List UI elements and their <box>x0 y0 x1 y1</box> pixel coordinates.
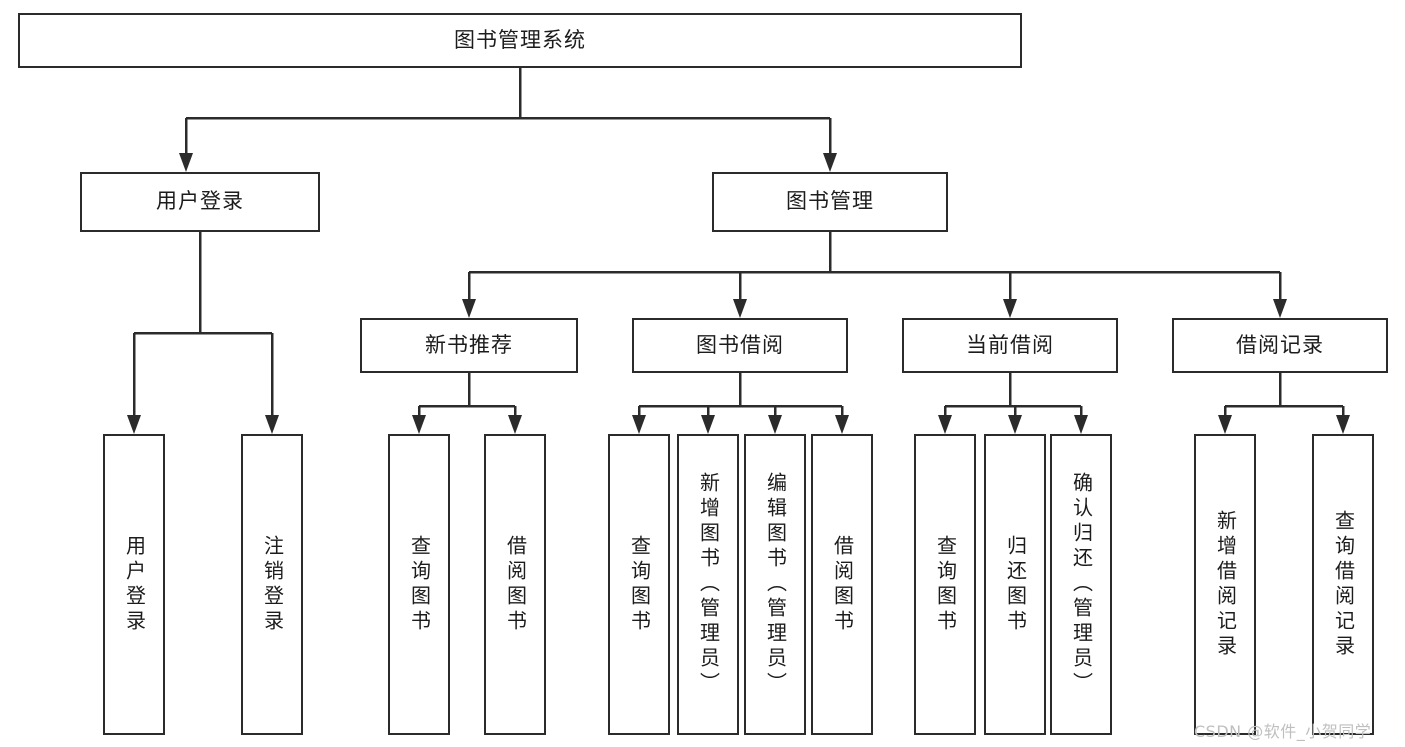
edge-book-borrow-arrow-leaf-edit-book-admin <box>768 415 782 434</box>
node-current-borrow[interactable]: 当前借阅 <box>902 318 1118 373</box>
edge-borrow-record-arrow-leaf-query-borrow-record <box>1336 415 1350 434</box>
node-label-leaf-return-book: 归还图书 <box>1003 534 1028 635</box>
node-borrow-record[interactable]: 借阅记录 <box>1172 318 1388 373</box>
node-leaf-confirm-return-admin[interactable]: 确认归还（管理员） <box>1050 434 1112 735</box>
edge-current-borrow-arrow-leaf-return-book <box>1008 415 1022 434</box>
node-user-login[interactable]: 用户登录 <box>80 172 320 232</box>
node-leaf-borrow-book-recommend[interactable]: 借阅图书 <box>484 434 546 735</box>
csdn-watermark: CSDN @软件_小贺同学 <box>1194 722 1372 741</box>
edge-book-management-arrow-book-borrow <box>733 299 747 318</box>
node-label-leaf-logout-login: 注销登录 <box>260 534 285 635</box>
node-book-borrow[interactable]: 图书借阅 <box>632 318 848 373</box>
node-label-leaf-query-book-borrow: 查询图书 <box>627 534 652 635</box>
edge-book-management-arrow-current-borrow <box>1003 299 1017 318</box>
edge-user-login-arrow-leaf-logout-login <box>265 415 279 434</box>
edge-current-borrow-arrow-leaf-confirm-return-admin <box>1074 415 1088 434</box>
edge-new-book-recommend-arrow-leaf-borrow-book-recommend <box>508 415 522 434</box>
node-label-leaf-add-borrow-record: 新增借阅记录 <box>1213 509 1238 660</box>
edge-book-management-arrow-borrow-record <box>1273 299 1287 318</box>
node-leaf-query-book-recommend[interactable]: 查询图书 <box>388 434 450 735</box>
node-label-leaf-user-login: 用户登录 <box>122 534 147 635</box>
edge-book-borrow-arrow-leaf-add-book-admin <box>701 415 715 434</box>
edge-current-borrow-arrow-leaf-query-book-current <box>938 415 952 434</box>
edge-user-login-arrow-leaf-user-login <box>127 415 141 434</box>
edge-book-management-arrow-new-book-recommend <box>462 299 476 318</box>
node-label-leaf-add-book-admin: 新增图书（管理员） <box>696 472 721 697</box>
node-label-leaf-borrow-book: 借阅图书 <box>830 534 855 635</box>
node-leaf-add-borrow-record[interactable]: 新增借阅记录 <box>1194 434 1256 735</box>
node-label-leaf-edit-book-admin: 编辑图书（管理员） <box>763 472 788 697</box>
node-label-leaf-query-book-recommend: 查询图书 <box>407 534 432 635</box>
node-label-leaf-query-borrow-record: 查询借阅记录 <box>1331 509 1356 660</box>
node-new-book-recommend[interactable]: 新书推荐 <box>360 318 578 373</box>
edge-book-borrow-arrow-leaf-borrow-book <box>835 415 849 434</box>
node-label-leaf-borrow-book-recommend: 借阅图书 <box>503 534 528 635</box>
node-leaf-query-borrow-record[interactable]: 查询借阅记录 <box>1312 434 1374 735</box>
node-leaf-borrow-book[interactable]: 借阅图书 <box>811 434 873 735</box>
node-label-leaf-confirm-return-admin: 确认归还（管理员） <box>1069 472 1094 697</box>
node-leaf-logout-login[interactable]: 注销登录 <box>241 434 303 735</box>
node-book-management[interactable]: 图书管理 <box>712 172 948 232</box>
edge-root-arrow-book-management <box>823 153 837 172</box>
node-leaf-return-book[interactable]: 归还图书 <box>984 434 1046 735</box>
node-label-user-login: 用户登录 <box>156 189 244 214</box>
edge-new-book-recommend-arrow-leaf-query-book-recommend <box>412 415 426 434</box>
node-leaf-user-login[interactable]: 用户登录 <box>103 434 165 735</box>
node-label-current-borrow: 当前借阅 <box>966 332 1054 357</box>
edge-book-borrow-arrow-leaf-query-book-borrow <box>632 415 646 434</box>
node-label-book-management: 图书管理 <box>786 189 874 214</box>
node-root[interactable]: 图书管理系统 <box>18 13 1022 68</box>
node-label-book-borrow: 图书借阅 <box>696 332 784 357</box>
edge-root-arrow-user-login <box>179 153 193 172</box>
node-label-new-book-recommend: 新书推荐 <box>425 332 513 357</box>
node-leaf-edit-book-admin[interactable]: 编辑图书（管理员） <box>744 434 806 735</box>
node-label-leaf-query-book-current: 查询图书 <box>933 534 958 635</box>
node-leaf-query-book-borrow[interactable]: 查询图书 <box>608 434 670 735</box>
node-label-borrow-record: 借阅记录 <box>1236 332 1324 357</box>
node-label-root: 图书管理系统 <box>454 27 586 52</box>
edge-borrow-record-arrow-leaf-add-borrow-record <box>1218 415 1232 434</box>
node-leaf-add-book-admin[interactable]: 新增图书（管理员） <box>677 434 739 735</box>
node-leaf-query-book-current[interactable]: 查询图书 <box>914 434 976 735</box>
